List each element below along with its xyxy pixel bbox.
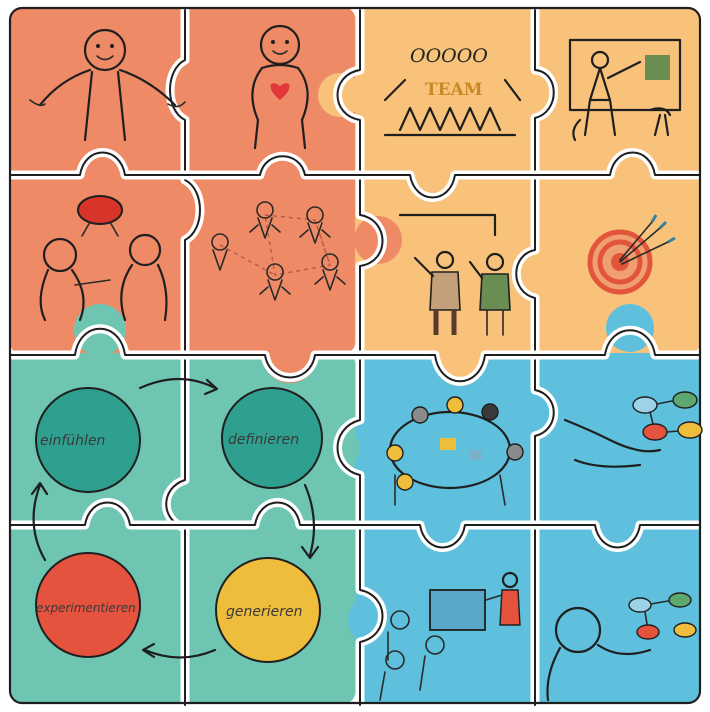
team-label: TEAM: [425, 80, 483, 100]
cycle-step-generieren: generieren: [226, 604, 303, 620]
cycle-step-experimentieren: experimentieren: [36, 601, 136, 615]
cycle-step-definieren: definieren: [228, 432, 299, 448]
cycle-step-einfuehlen: einfühlen: [40, 433, 105, 449]
team-heads-text: OOOOO: [410, 45, 488, 67]
